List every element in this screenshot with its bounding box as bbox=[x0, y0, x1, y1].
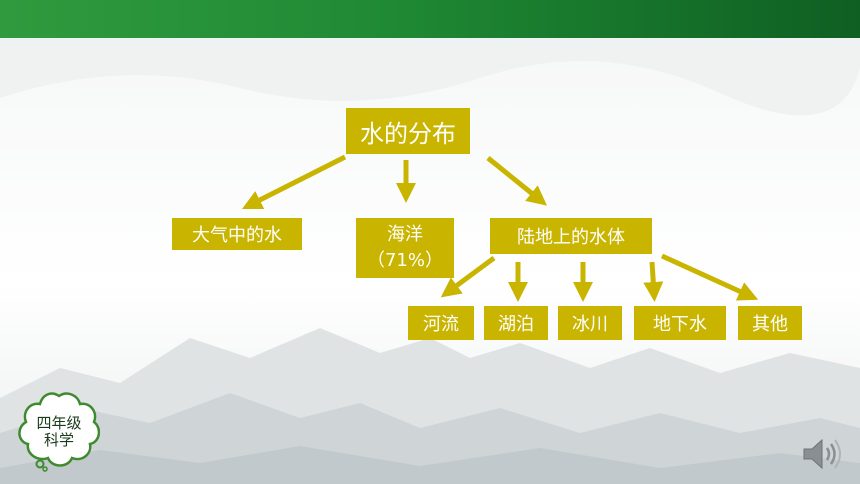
ocean-label: 海洋 bbox=[387, 224, 423, 245]
groundwater-label: 地下水 bbox=[653, 314, 707, 335]
badge-line-1: 四年级 bbox=[36, 414, 82, 432]
root-label: 水的分布 bbox=[360, 119, 456, 148]
ocean-node: 海洋 （71%） bbox=[356, 218, 454, 278]
speaker-icon[interactable] bbox=[800, 436, 844, 472]
lakes-node: 湖泊 bbox=[484, 306, 548, 340]
rivers-node: 河流 bbox=[408, 306, 474, 340]
other-label: 其他 bbox=[752, 314, 788, 335]
atmosphere-node: 大气中的水 bbox=[172, 218, 302, 250]
header-bar bbox=[0, 0, 860, 38]
badge-line-2: 科学 bbox=[43, 431, 74, 449]
lakes-label: 湖泊 bbox=[498, 314, 534, 335]
rivers-label: 河流 bbox=[423, 314, 459, 335]
groundwater-node: 地下水 bbox=[634, 306, 726, 340]
root-node: 水的分布 bbox=[346, 108, 470, 154]
glaciers-node: 冰川 bbox=[558, 306, 622, 340]
land-label: 陆地上的水体 bbox=[517, 227, 625, 248]
land-node: 陆地上的水体 bbox=[490, 218, 652, 254]
other-node: 其他 bbox=[738, 306, 802, 340]
ocean-percent-label: （71%） bbox=[366, 250, 443, 271]
atmosphere-label: 大气中的水 bbox=[192, 225, 282, 246]
grade-badge bbox=[18, 392, 100, 472]
grade-badge-text: 四年级 科学 bbox=[18, 415, 100, 449]
glaciers-label: 冰川 bbox=[572, 314, 608, 335]
